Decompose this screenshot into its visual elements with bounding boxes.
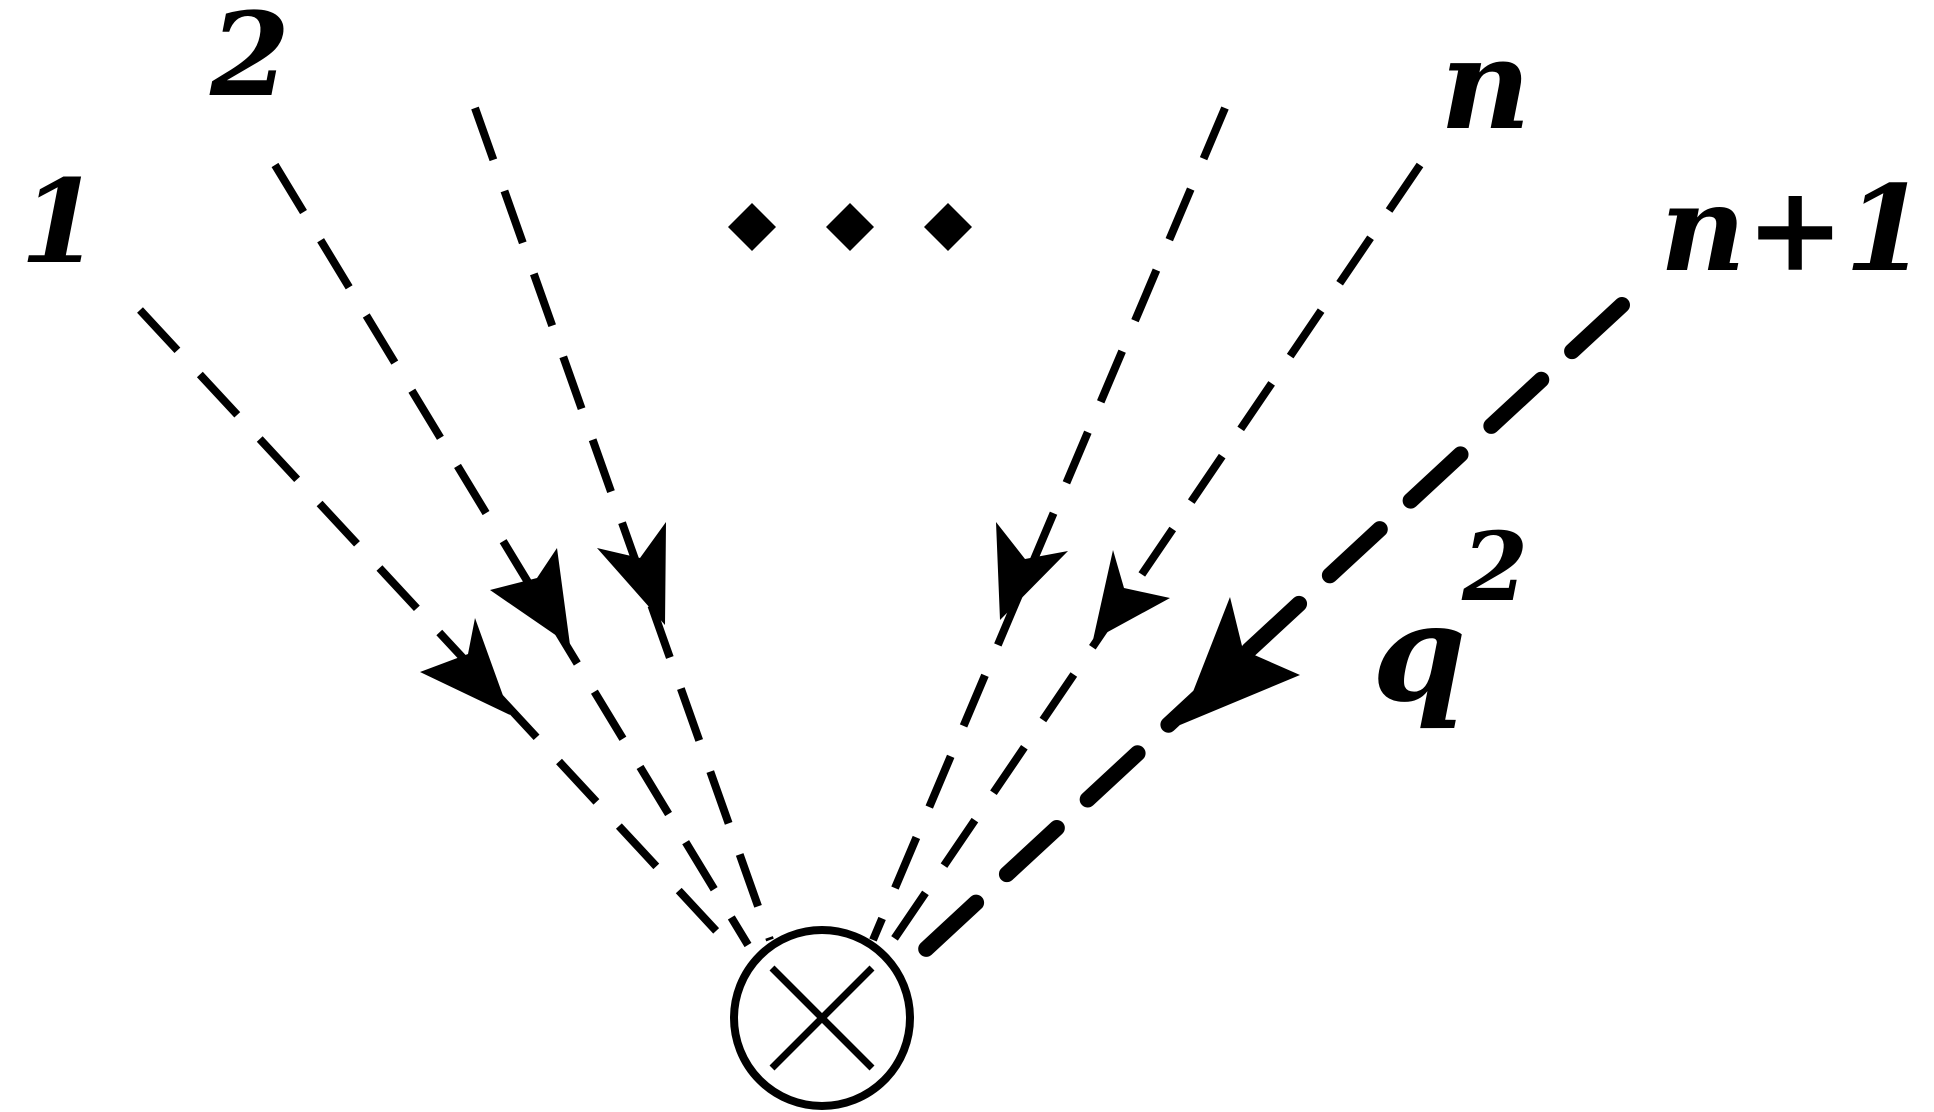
ellipsis-dots	[728, 203, 972, 251]
line-2	[271, 162, 752, 948]
momentum-label: q	[1372, 573, 1466, 732]
line-4	[869, 106, 1229, 942]
arrowheads	[420, 522, 1300, 725]
line-n1	[904, 297, 1630, 970]
label-line-2: 2	[209, 0, 290, 123]
external-lines	[137, 106, 1630, 970]
label-line-n: n	[1440, 12, 1531, 158]
line-n	[884, 162, 1424, 951]
line-3	[471, 106, 774, 942]
line-1	[137, 307, 723, 938]
arrow-line-2-icon	[490, 548, 570, 645]
arrow-line-n-icon	[1093, 550, 1170, 640]
momentum-exponent: 2	[1461, 512, 1528, 623]
label-line-1: 1	[20, 155, 100, 290]
vertex-otimes-icon	[730, 926, 914, 1110]
ellipsis-dot	[924, 203, 972, 251]
label-line-n1: n+1	[1660, 159, 1927, 298]
ellipsis-dot	[826, 203, 874, 251]
arrow-line-4-icon	[996, 522, 1068, 620]
arrow-line-3-icon	[597, 522, 666, 625]
arrow-line-n1-icon	[1180, 597, 1300, 725]
ellipsis-dot	[728, 203, 776, 251]
arrow-line-1-icon	[420, 618, 510, 715]
